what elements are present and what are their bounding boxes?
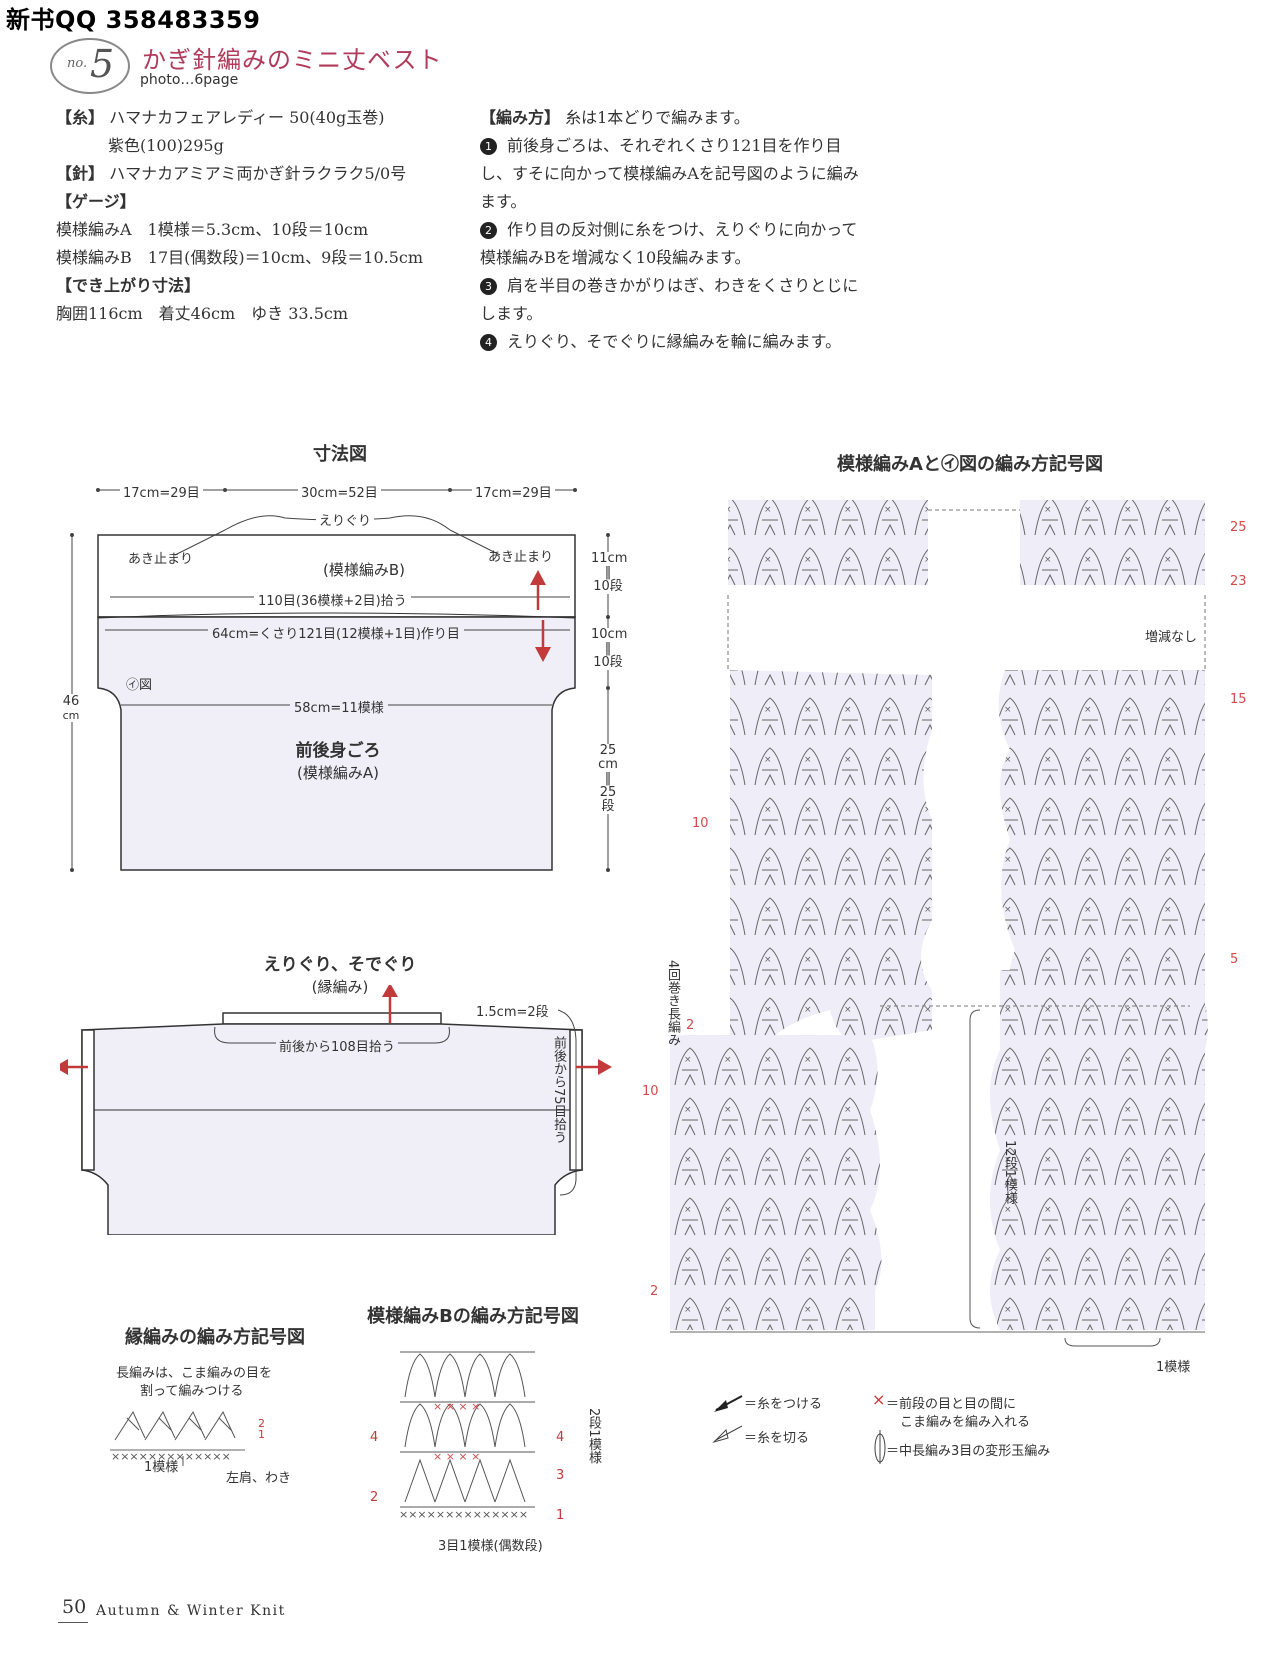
chart-b-row4-left: 4	[370, 1430, 379, 1445]
row-dim-25cm: 25 cm ‖ 25 段	[596, 744, 620, 814]
size-line: 胸囲116cm 着丈46cm ゆき 33.5cm	[56, 304, 349, 323]
neckline-label: えりぐり	[316, 510, 375, 529]
chart-b-title: 模様編みBの編み方記号図	[367, 1306, 579, 1327]
page-number: 50	[62, 1596, 87, 1618]
chart-b-row4-right: 4	[556, 1430, 565, 1445]
svg-text:×××××××××××××: ×××××××××××××	[111, 1450, 231, 1463]
chart-b-symbols: × × × × × × × × ××××××××××××××	[399, 1351, 535, 1521]
legend-x-mark: ×	[872, 1390, 886, 1409]
open-stop-left: あき止まり	[128, 552, 194, 567]
pick-side-label: 前後から75目拾う	[551, 1036, 566, 1144]
open-stop-right: あき止まり	[488, 550, 554, 565]
row-dim-10cm: 10cm ‖ 10段	[591, 627, 628, 670]
pick-up-label: 110目(36模様+2目)拾う	[254, 590, 411, 609]
body-title: 前後身ごろ	[295, 741, 381, 761]
yarn-label: 【糸】	[56, 108, 105, 127]
row-10-lower: 10	[642, 1084, 659, 1099]
pick-front-label: 前後から108目拾う	[276, 1036, 398, 1055]
dim-top-right: 17cm=29目	[472, 482, 555, 501]
gauge-a: 模様編みA 1模様＝5.3cm、10段＝10cm	[56, 220, 369, 239]
rows-12-label: 12段1模様	[1002, 1140, 1017, 1204]
legend-puff: ＝中長編み3目の変形玉編み	[886, 1444, 1051, 1459]
edging-rows-label: 1.5cm=2段	[476, 1005, 549, 1020]
chart-a-repeat: 1模様	[1156, 1360, 1191, 1375]
page-title: かぎ針編みのミニ丈ベスト	[142, 46, 443, 74]
row-10-upper: 10	[692, 816, 709, 831]
row-23: 23	[1230, 574, 1247, 589]
edging-note2: 割って編みつける	[140, 1384, 244, 1399]
edging-note1: 長編みは、こま編みの目を	[116, 1366, 273, 1381]
row-2-upper: 2	[686, 1018, 695, 1033]
chart-b-repeat: 3目1模様(偶数段)	[438, 1539, 543, 1554]
no-change-label: 増減なし	[1145, 630, 1198, 645]
svg-text:× × × ×: × × × ×	[433, 1400, 480, 1413]
row-25: 25	[1230, 520, 1247, 535]
height-total: 46 cm	[60, 694, 82, 722]
footer-rule	[58, 1622, 88, 1623]
chart-b-rows-repeat: 2段1模様	[586, 1408, 601, 1464]
chart-b-row2: 2	[370, 1490, 379, 1505]
badge-prefix: no.	[67, 56, 88, 71]
row-2-lower: 2	[650, 1284, 659, 1299]
legend-puff-icon	[874, 1430, 886, 1464]
width-58-label: 58cm=11模様	[290, 697, 388, 716]
watermark-text: 新书QQ 358483359	[6, 6, 261, 34]
size-diagram-figure	[70, 488, 610, 872]
chart-b-row3: 3	[556, 1468, 565, 1483]
badge-number: 5	[90, 42, 115, 86]
size-diagram-title: 寸法図	[313, 444, 367, 465]
materials-spec: 【糸】 ハマナカフェアレディー 50(40g玉巻) 紫色(100)295g 【針…	[56, 104, 423, 328]
photo-page-ref: photo…6page	[140, 72, 239, 88]
method-label: 【編み方】	[480, 108, 561, 127]
row-5: 5	[1230, 952, 1239, 967]
chart-a-symbols: ×	[670, 500, 1208, 1347]
yarn-line2: 紫色(100)295g	[108, 136, 224, 155]
needle-line: ハマナカアミアミ両かぎ針ラクラク5/0号	[109, 164, 407, 183]
edging-stitch-symbols: ×××××××××××××	[110, 1410, 245, 1466]
method-intro: 糸は1本どりで編みます。	[565, 108, 750, 127]
needle-label: 【針】	[56, 164, 105, 183]
edging-chart-title: 縁編みの編み方記号図	[125, 1327, 305, 1348]
magazine-name: Autumn & Winter Knit	[96, 1603, 286, 1619]
treble-4-label: 4回巻き長編み	[665, 960, 680, 1047]
legend-attach-icon	[712, 1395, 743, 1444]
chart-b-row1: 1	[556, 1508, 565, 1523]
edging-figure	[60, 985, 612, 1235]
dim-top-left: 17cm=29目	[120, 482, 203, 501]
edging-repeat: 1模様	[144, 1460, 179, 1475]
dim-top-mid: 30cm=52目	[298, 482, 381, 501]
row-15: 15	[1230, 692, 1247, 707]
legend-cut: ＝糸を切る	[744, 1431, 810, 1446]
figure-ref-label: ㋑図	[126, 678, 153, 693]
legend-x-note2: こま編みを編み入れる	[900, 1415, 1031, 1430]
legend-attach: ＝糸をつける	[744, 1397, 823, 1412]
yarn-line1: ハマナカフェアレディー 50(40g玉巻)	[109, 108, 385, 127]
legend-x-note1: ＝前段の目と目の間に	[886, 1397, 1017, 1412]
edging-shoulder: 左肩、わき	[226, 1471, 292, 1486]
svg-text:× × × ×: × × × ×	[433, 1450, 480, 1463]
svg-text:××××××××××××××: ××××××××××××××	[399, 1508, 528, 1521]
gauge-b: 模様編みB 17目(偶数段)＝10cm、9段＝10.5cm	[56, 248, 424, 267]
gauge-label: 【ゲージ】	[56, 192, 136, 211]
edging-title: えりぐり、そでぐり (縁編み)	[263, 955, 417, 996]
pattern-b-label: (模様編みB)	[323, 561, 405, 579]
chain-start-label: 64cm=くさり121目(12模様+1目)作り目	[208, 623, 464, 642]
body-subtitle: (模様編みA)	[297, 764, 379, 782]
edging-row-numbers: 2 1	[258, 1417, 265, 1441]
pattern-number-badge: no. 5	[50, 38, 130, 94]
size-label: 【でき上がり寸法】	[56, 276, 201, 295]
chart-a-title: 模様編みAと㋑図の編み方記号図	[837, 454, 1103, 475]
row-dim-11cm: 11cm ‖ 10段	[591, 551, 628, 594]
